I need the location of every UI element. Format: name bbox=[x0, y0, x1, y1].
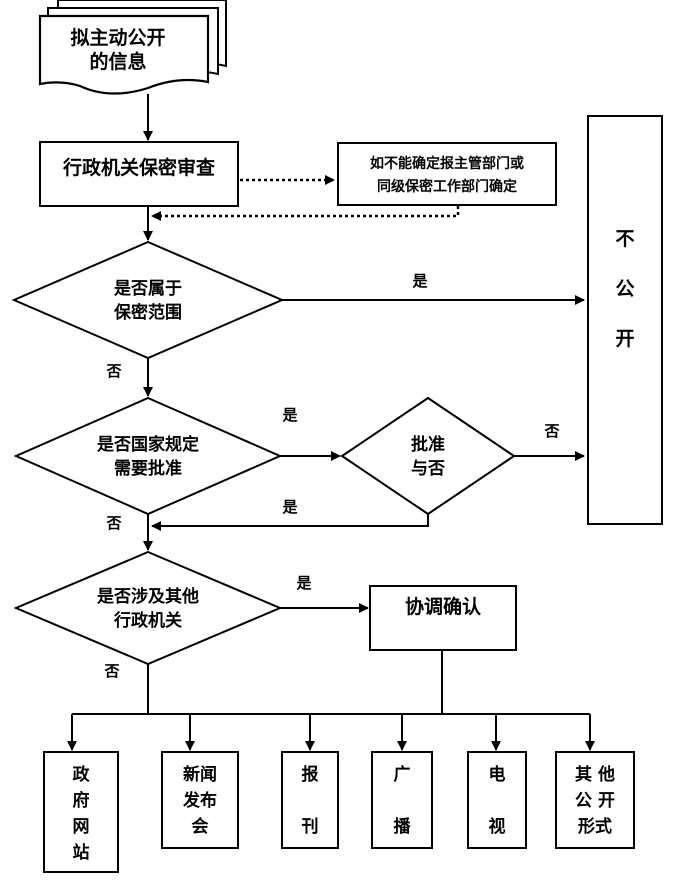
channel-1-line3: 网 bbox=[73, 817, 90, 837]
channel-4-line1: 广 bbox=[394, 764, 411, 785]
decision-other-agency: 是否涉及其他 行政机关 bbox=[13, 550, 283, 666]
decision-approval-line1: 是否国家规定 bbox=[97, 434, 199, 455]
channel-newspaper: 报 刊 bbox=[281, 751, 339, 849]
review-box-label: 行政机关保密审查 bbox=[62, 156, 216, 179]
channel-1-line2: 府 bbox=[73, 790, 90, 811]
document-stack-line2: 的信息 bbox=[89, 50, 146, 73]
decision-secret-line2: 保密范围 bbox=[113, 302, 182, 323]
decision-approval-required: 是否国家规定 需要批准 bbox=[13, 396, 283, 516]
arrow-approve-yes bbox=[151, 514, 429, 531]
decision-approve-no-label: 否 bbox=[543, 422, 559, 440]
decision-secret-scope: 是否属于 保密范围 bbox=[11, 240, 285, 360]
review-box: 行政机关保密审查 bbox=[39, 141, 239, 207]
confirm-box-line1: 如不能确定报主管部门或 bbox=[370, 155, 524, 172]
channel-press-conference: 新闻 发布 会 bbox=[161, 751, 239, 849]
not-public-char3: 开 bbox=[615, 328, 634, 350]
decision-secret-line1: 是否属于 bbox=[114, 279, 182, 299]
decision-approval-no-label: 否 bbox=[105, 514, 121, 532]
decision-approve-yes-label: 是 bbox=[281, 498, 298, 516]
decision-secret-yes-label: 是 bbox=[411, 272, 428, 290]
channel-television: 电 视 bbox=[467, 751, 527, 849]
channel-2-line3: 会 bbox=[192, 816, 209, 837]
channel-6-line1: 其 他 bbox=[575, 764, 615, 785]
decision-other-line1: 是否涉及其他 bbox=[97, 586, 199, 607]
decision-other-line2: 行政机关 bbox=[113, 610, 182, 631]
channel-radio: 广 播 bbox=[371, 751, 433, 849]
confirm-box-line2: 同级保密工作部门确定 bbox=[377, 178, 517, 195]
channel-3-line2: 刊 bbox=[302, 817, 319, 837]
channel-6-line3: 形式 bbox=[578, 816, 612, 837]
channel-3-line1: 报 bbox=[302, 764, 319, 785]
not-public-char1: 不 bbox=[615, 228, 634, 250]
decision-approve-or-not: 批准 与否 bbox=[340, 396, 516, 516]
channel-5-line2: 视 bbox=[489, 816, 506, 837]
coordinate-box: 协调确认 bbox=[369, 585, 517, 651]
channel-1-line1: 政 bbox=[73, 764, 91, 785]
channel-other-forms: 其 他 公 开 形式 bbox=[555, 751, 635, 849]
channel-2-line1: 新闻 bbox=[183, 764, 217, 785]
channel-1-line4: 站 bbox=[73, 842, 90, 863]
decision-approve-line1: 批准 bbox=[411, 434, 445, 455]
decision-other-yes-label: 是 bbox=[295, 574, 312, 592]
channel-5-line1: 电 bbox=[489, 764, 506, 785]
document-stack: 拟主动公开 的信息 bbox=[38, 0, 227, 95]
decision-approval-yes-label: 是 bbox=[281, 406, 298, 424]
document-stack-line1: 拟主动公开 bbox=[70, 27, 165, 49]
not-public-char2: 公 bbox=[615, 278, 634, 300]
channel-6-line2: 公 开 bbox=[575, 791, 615, 811]
not-public-box: 不 公 开 bbox=[587, 115, 663, 525]
decision-secret-no-label: 否 bbox=[105, 362, 121, 380]
confirm-box: 如不能确定报主管部门或 同级保密工作部门确定 bbox=[337, 142, 557, 206]
channel-4-line2: 播 bbox=[394, 816, 412, 837]
channel-2-line2: 发布 bbox=[182, 790, 217, 811]
decision-other-no-label: 否 bbox=[103, 662, 119, 680]
channel-government-website: 政 府 网 站 bbox=[43, 751, 119, 873]
dotted-arrow-return bbox=[151, 206, 460, 221]
decision-approve-line2: 与否 bbox=[411, 459, 445, 479]
decision-approval-line2: 需要批准 bbox=[114, 458, 182, 479]
coordinate-box-label: 协调确认 bbox=[405, 595, 481, 618]
